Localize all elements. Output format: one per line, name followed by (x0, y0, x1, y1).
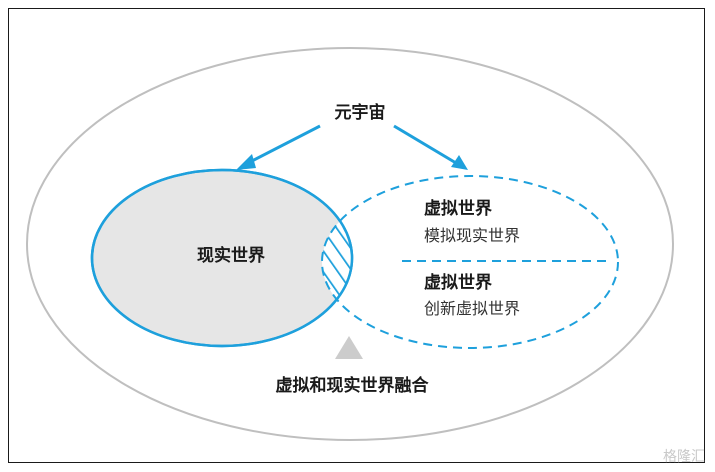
virtual-world-desc-2: 创新虚拟世界 (424, 299, 520, 318)
virtual-world-title-1: 虚拟世界 (424, 198, 492, 219)
fusion-triangle (335, 336, 363, 359)
virtual-world-desc-1: 模拟现实世界 (424, 226, 520, 245)
watermark: 格隆汇 (663, 449, 705, 465)
virtual-world-title-2: 虚拟世界 (424, 272, 492, 293)
outer-ellipse (26, 47, 674, 441)
arrow-to-real-world (236, 124, 321, 170)
virtual-world-ellipse (321, 175, 619, 349)
fusion-label: 虚拟和现实世界融合 (276, 375, 430, 396)
real-world-label: 现实世界 (197, 245, 265, 266)
arrow-to-virtual-world (393, 124, 468, 170)
metaverse-label: 元宇宙 (335, 102, 386, 123)
